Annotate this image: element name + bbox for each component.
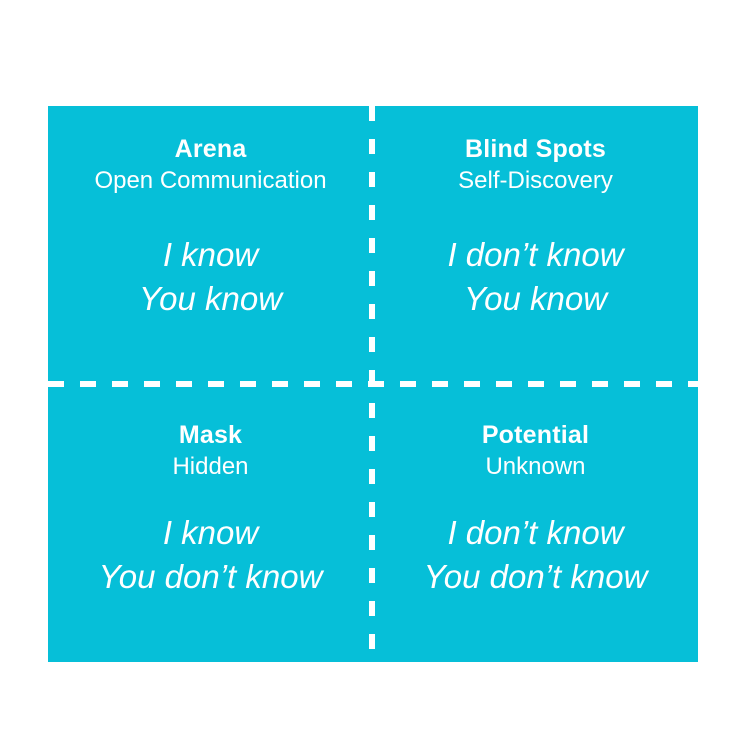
statement-line-1: I know: [162, 514, 259, 551]
quadrant-statement: I know You know: [48, 233, 373, 321]
quadrant-blind-spots: Blind Spots Self-Discovery I don’t know …: [373, 106, 698, 384]
quadrant-title: Mask: [178, 421, 243, 449]
statement-line-1: I don’t know: [447, 236, 624, 273]
quadrant-statement: I don’t know You know: [373, 233, 698, 321]
statement-line-1: I know: [162, 236, 259, 273]
quadrant-subtitle: Open Communication: [94, 167, 327, 194]
quadrant-title: Potential: [481, 421, 590, 449]
quadrant-title: Arena: [174, 135, 247, 163]
quadrant-mask: Mask Hidden I know You don’t know: [48, 384, 373, 662]
johari-panel: Arena Open Communication I know You know…: [48, 106, 698, 662]
statement-line-2: You don’t know: [98, 558, 323, 595]
statement-line-1: I don’t know: [447, 514, 624, 551]
statement-line-2: You don’t know: [423, 558, 648, 595]
statement-line-2: You know: [138, 280, 283, 317]
quadrant-statement: I know You don’t know: [48, 511, 373, 599]
quadrant-subtitle: Unknown: [485, 453, 586, 480]
quadrant-statement: I don’t know You don’t know: [373, 511, 698, 599]
quadrant-arena: Arena Open Communication I know You know: [48, 106, 373, 384]
quadrant-title: Blind Spots: [464, 135, 607, 163]
statement-line-2: You know: [463, 280, 608, 317]
quadrant-subtitle: Hidden: [172, 453, 249, 480]
quadrant-potential: Potential Unknown I don’t know You don’t…: [373, 384, 698, 662]
quadrant-subtitle: Self-Discovery: [458, 167, 613, 194]
